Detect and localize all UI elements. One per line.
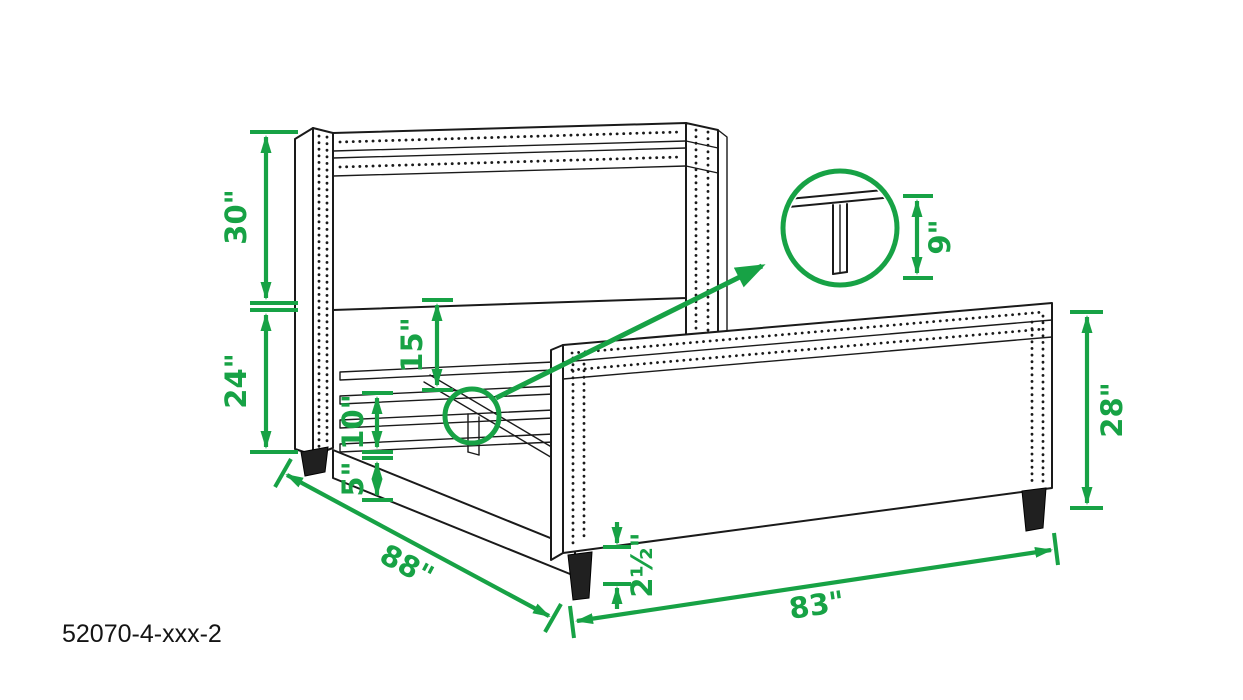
footboard-nailhead-row-bottom	[570, 327, 1046, 372]
dimension-28: 28"	[1070, 310, 1129, 510]
right-wing-band-line-2	[685, 165, 719, 174]
highlight-circle	[442, 386, 502, 446]
dimension-9: 9"	[903, 194, 957, 280]
dimension-24: 24"	[219, 308, 298, 454]
dimension-30: 30"	[219, 130, 298, 305]
headboard-trim-line-2	[332, 147, 687, 159]
headboard-left-foot	[300, 446, 329, 477]
detail-rail-bottom-edge	[787, 195, 893, 209]
dimension-83: 83"	[568, 532, 1060, 639]
footboard-panel	[562, 302, 1053, 554]
headboard-right-wing-edge	[717, 129, 728, 331]
dimension-label-10: 10"	[336, 394, 370, 449]
right-wing-band-line-1	[685, 140, 719, 149]
center-rail-top	[429, 374, 561, 453]
callout-arrow	[494, 263, 766, 401]
dim-cap	[273, 458, 293, 488]
dimension-10: 10"	[336, 391, 393, 454]
part-number: 52070-4-xxx-2	[62, 620, 222, 648]
headboard-trim-line-1	[332, 140, 687, 152]
footboard-left-leg	[567, 551, 593, 601]
detail-leg-bottom	[832, 271, 848, 275]
footboard-right-leg	[1021, 487, 1047, 532]
footboard-trim-line-1	[562, 319, 1053, 363]
headboard-trim-line-3	[332, 165, 687, 177]
headboard-left-wing-side	[294, 127, 314, 456]
headboard-panel	[332, 122, 687, 311]
dimension-15: 15"	[395, 298, 453, 392]
dimension-label-83: 83"	[787, 584, 847, 626]
magnifier-callout	[442, 168, 900, 446]
dim-line	[285, 473, 551, 618]
dim-cap	[543, 603, 563, 633]
dimension-label-30: 30"	[219, 189, 253, 244]
dimension-label-9: 9"	[923, 219, 957, 254]
headboard-nailhead-row-bottom	[338, 155, 682, 169]
headboard	[294, 122, 728, 477]
footboard-nailhead-row-top	[570, 310, 1046, 355]
dimension-label-88: 88"	[374, 537, 439, 593]
dimension-label-15: 15"	[395, 317, 429, 372]
dimension-label-5: 5"	[336, 461, 370, 496]
footboard-trim-line-2	[562, 336, 1053, 380]
headboard-left-wing-front	[312, 127, 334, 456]
center-leg-bottom	[467, 451, 480, 456]
dim-line	[575, 546, 1053, 625]
footboard-left-side-face	[550, 344, 564, 561]
dimension-label-24: 24"	[219, 353, 253, 408]
dim-cap	[1052, 532, 1060, 566]
magnifier-circle	[780, 168, 900, 288]
footboard	[550, 302, 1053, 601]
dimension-label-2half: 2½"	[625, 532, 659, 597]
dim-cap	[568, 605, 576, 639]
headboard-nailhead-row-top	[338, 130, 682, 144]
center-rail-bottom	[423, 381, 555, 460]
headboard-right-wing-front	[685, 122, 719, 341]
dimension-label-28: 28"	[1095, 382, 1129, 437]
